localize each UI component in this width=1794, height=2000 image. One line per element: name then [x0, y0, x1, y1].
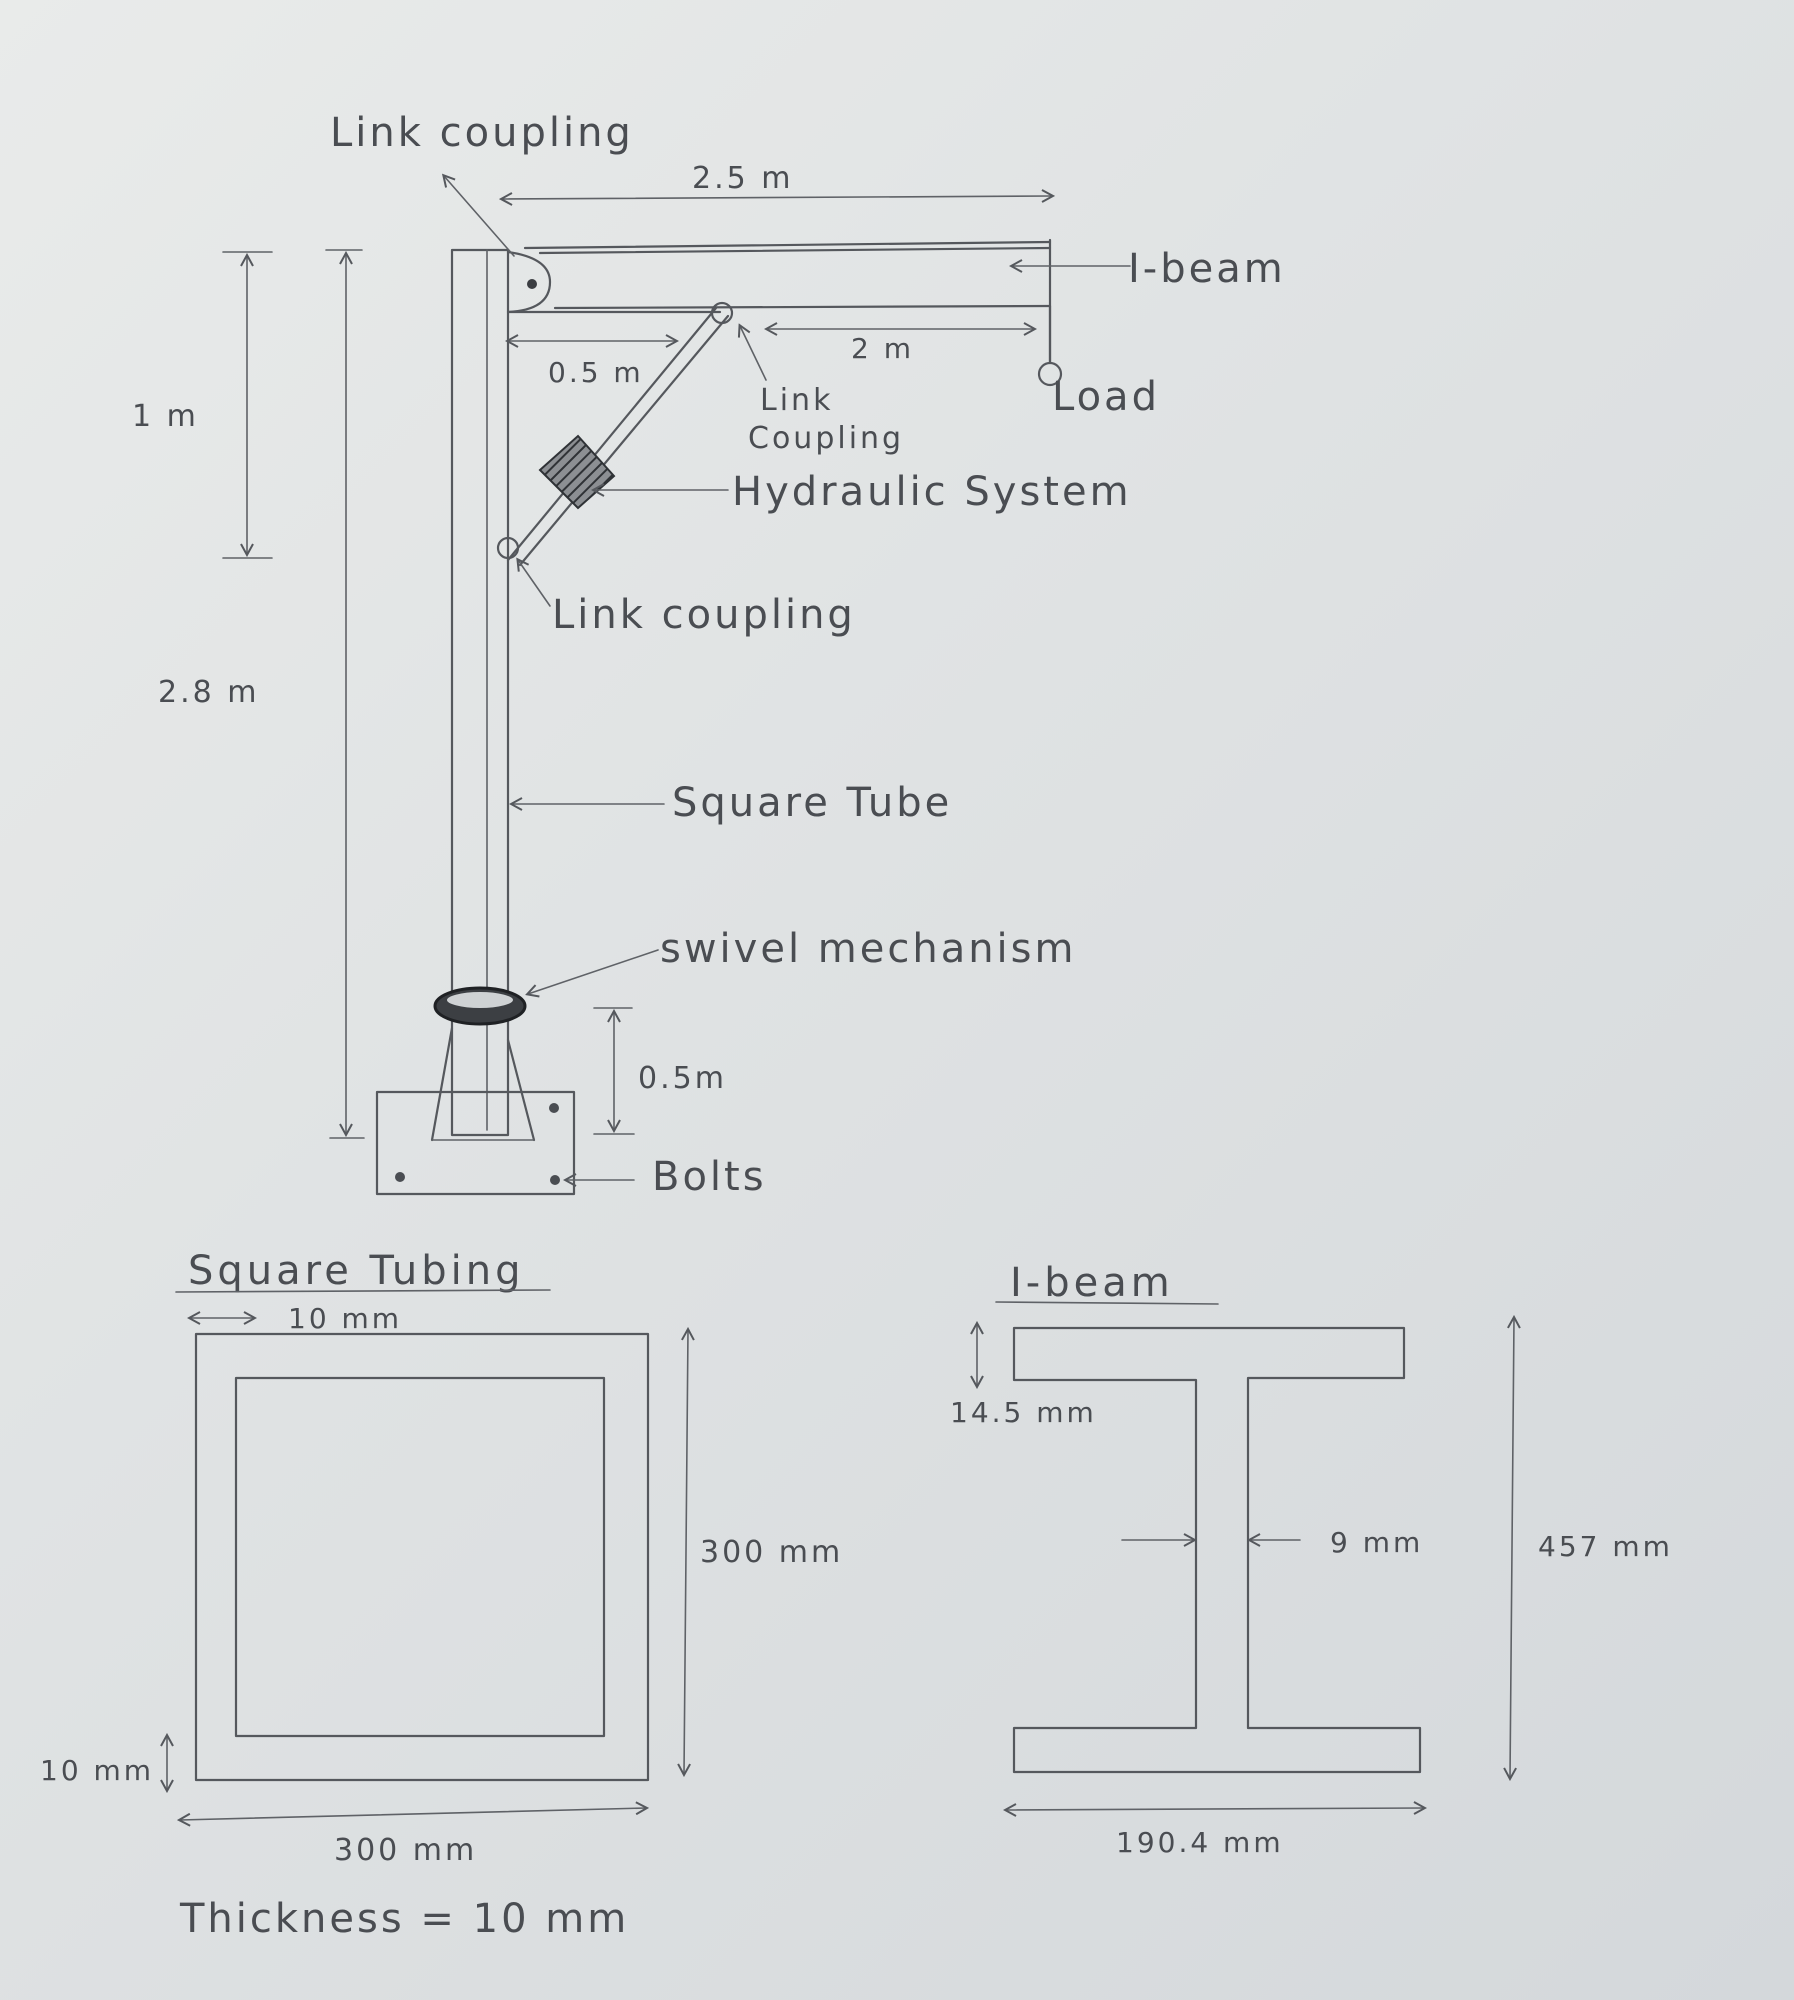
bolts-label: Bolts — [652, 1154, 767, 1200]
ibeam-outline — [1012, 1326, 1422, 1774]
flange-label: 14.5 mm — [950, 1396, 1097, 1429]
tube-inner — [234, 1376, 606, 1738]
hydraulic-strut — [496, 301, 734, 567]
web-label: 9 mm — [1330, 1526, 1423, 1559]
mid-link-label-line1: Link — [760, 383, 833, 418]
bolt — [550, 1175, 560, 1185]
ibeam-section-title: I-beam — [1010, 1260, 1174, 1306]
bolt — [549, 1103, 559, 1113]
load-label: Load — [1052, 374, 1160, 420]
square-tubing-title: Square Tubing — [188, 1248, 525, 1294]
tube-height-label: 300 mm — [700, 1535, 843, 1570]
mid-link-coupling — [710, 301, 734, 325]
dim-total-height — [325, 249, 365, 1139]
jib-beam — [506, 238, 1052, 364]
square-tubing-section: Square Tubing 10 mm 300 mm 10 mm 300 mm … — [40, 1248, 843, 1942]
ibeam-label: I-beam — [1128, 246, 1286, 292]
swivel-mechanism — [433, 986, 527, 1026]
tube-outer — [194, 1332, 650, 1782]
dim-tube-height — [684, 1330, 688, 1774]
dim-strut-height — [222, 251, 273, 559]
wall-top-label: 10 mm — [288, 1302, 402, 1335]
dim-ibeam-depth — [1510, 1318, 1514, 1778]
base-plate — [375, 1026, 576, 1196]
load-hook — [1037, 304, 1063, 387]
short-span-label: 0.5 m — [548, 356, 644, 389]
wall-side-label: 10 mm — [40, 1754, 154, 1787]
tube-label: Square Tube — [672, 780, 952, 826]
swivel-label: swivel mechanism — [660, 926, 1076, 972]
ibeam-section: I-beam 14.5 mm 9 mm 457 mm 190.4 mm — [950, 1260, 1673, 1859]
dim-base-height — [593, 1007, 635, 1135]
thickness-note: Thickness = 10 mm — [179, 1896, 629, 1942]
column — [450, 248, 510, 1137]
dim-tube-width — [180, 1808, 646, 1820]
long-span-label: 2 m — [851, 332, 914, 365]
total-height-label: 2.8 m — [158, 675, 259, 710]
base-height-label: 0.5m — [638, 1061, 727, 1096]
beam-length-label: 2.5 m — [692, 161, 793, 196]
top-link-coupling — [506, 250, 552, 314]
lower-link-label: Link coupling — [552, 592, 856, 638]
top-link-coupling-label: Link coupling — [330, 110, 634, 156]
dim-ibeam-width — [1006, 1808, 1424, 1810]
depth-label: 457 mm — [1538, 1530, 1673, 1563]
crane-drawing: 2.5 m 0.5 m 2 m 1 m 2.8 m 0.5m L — [132, 110, 1286, 1200]
hydraulic-cylinder — [538, 434, 616, 510]
ibeam-width-label: 190.4 mm — [1116, 1826, 1284, 1859]
lower-link-coupling — [496, 536, 520, 560]
bolt — [395, 1172, 405, 1182]
tube-width-label: 300 mm — [334, 1833, 477, 1868]
strut-height-label: 1 m — [132, 399, 199, 434]
dim-beam-length — [502, 196, 1052, 199]
hydraulic-label: Hydraulic System — [732, 469, 1132, 515]
mid-link-label-line2: Coupling — [748, 421, 904, 456]
